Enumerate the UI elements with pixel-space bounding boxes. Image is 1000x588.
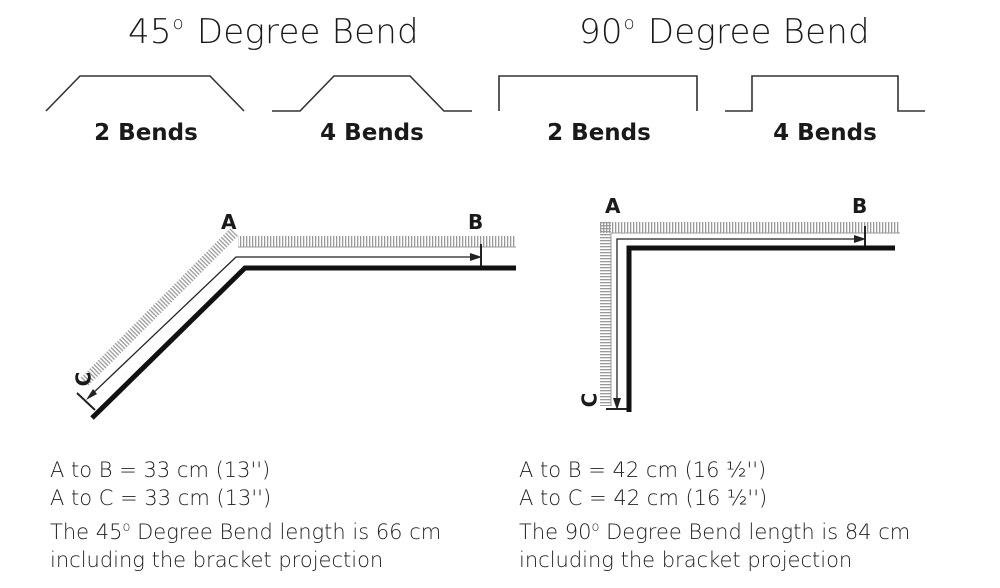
- arrow-c-90: [613, 398, 621, 410]
- title-90-degree-bend: 90o Degree Bend: [579, 12, 870, 52]
- profile-45-2-bends-icon: [45, 75, 245, 112]
- arrow-b-45: [470, 253, 482, 261]
- a-to-b-45: A to B = 33 cm (13''): [50, 458, 271, 482]
- desc-90: The 90o Degree Bend length is 84 cm: [519, 520, 911, 544]
- label-45-2-bends: 2 Bends: [94, 120, 198, 146]
- desc-45-line2: including the bracket projection: [50, 548, 384, 572]
- desc-45: The 45o Degree Bend length is 66 cm: [50, 520, 442, 544]
- notes-90: A to B = 42 cm (16 ½'') A to C = 42 cm (…: [519, 456, 910, 574]
- point-a-90: A: [605, 194, 621, 218]
- arrow-b-90: [854, 235, 866, 243]
- profile-90-4-bends-icon: [725, 75, 925, 112]
- point-b-45: B: [468, 210, 484, 234]
- measure-line-90: [616, 238, 860, 404]
- wall-45-dotted: [80, 228, 516, 386]
- point-a-45: A: [221, 210, 237, 234]
- wall-90-dotted: [600, 222, 900, 406]
- measure-line-45: [89, 256, 476, 397]
- a-to-c-90: A to C = 42 cm (16 ½''): [519, 486, 768, 510]
- desc-90-line2: including the bracket projection: [519, 548, 853, 572]
- profile-90-2-bends-icon: [498, 75, 698, 111]
- point-b-90: B: [852, 194, 868, 218]
- point-c-90: C: [577, 392, 602, 408]
- rail-90: [626, 245, 895, 412]
- label-90-4-bends: 4 Bends: [773, 120, 877, 146]
- label-90-2-bends: 2 Bends: [547, 120, 651, 146]
- profile-45-4-bends-icon: [272, 75, 472, 112]
- notes-45: A to B = 33 cm (13'') A to C = 33 cm (13…: [50, 456, 441, 574]
- a-to-c-45: A to C = 33 cm (13''): [50, 486, 272, 510]
- rail-45: [90, 265, 516, 420]
- a-to-b-90: A to B = 42 cm (16 ½''): [519, 458, 767, 482]
- title-45-degree-bend: 45o Degree Bend: [128, 12, 419, 52]
- label-45-4-bends: 4 Bends: [320, 120, 424, 146]
- arrow-c-45: [86, 389, 97, 400]
